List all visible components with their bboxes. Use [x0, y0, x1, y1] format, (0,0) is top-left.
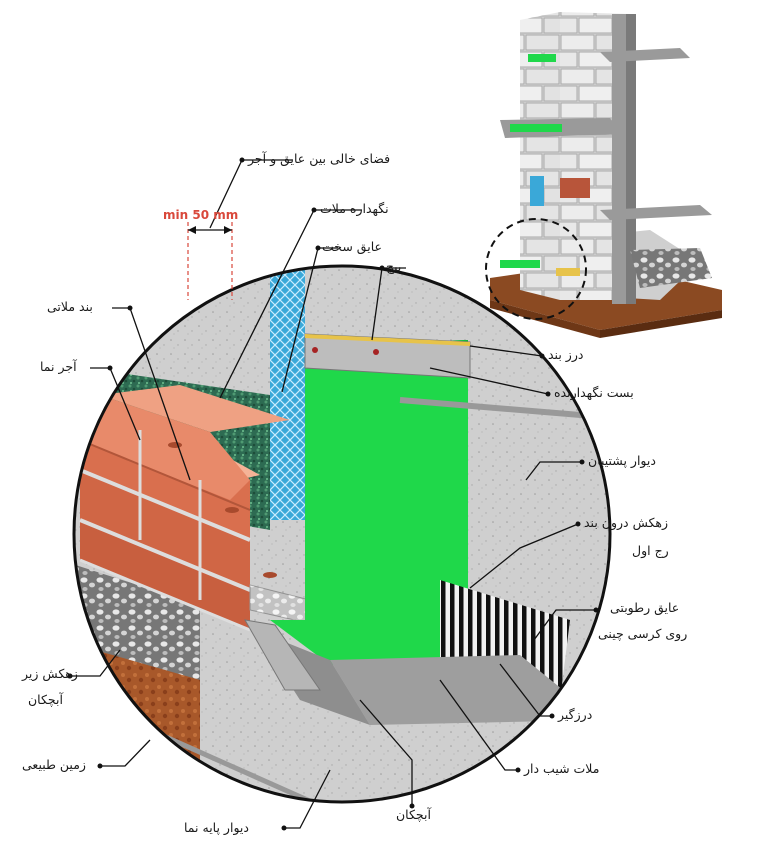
label-drip-edge: آبچکان — [396, 807, 431, 822]
label-air-gap: فضای خالی بین عایق و آجر — [248, 151, 391, 166]
label-inner-flashing-2: رج اول — [632, 543, 669, 558]
detail-circle-outline — [72, 264, 612, 804]
label-rigid-insulation: عایق سخت — [322, 239, 382, 254]
label-face-brick: آجر نما — [40, 359, 77, 374]
label-sub-drain-2: آبچکان — [28, 692, 63, 707]
leader-bullets — [67, 157, 599, 831]
label-dpc-2: روی کرسی چینی — [598, 626, 688, 641]
label-sealant: درز بند — [548, 347, 584, 362]
label-inner-flashing-1: زهکش درون بند — [584, 515, 669, 530]
dimension-label: min 50 mm — [163, 208, 239, 222]
face-brick-courses — [79, 385, 290, 632]
label-sloped-mortar: ملات شیب دار — [524, 761, 600, 776]
label-dpc-1: عایق رطوبتی — [610, 600, 680, 615]
label-joint-filler: درزگیر — [558, 707, 593, 722]
label-base-wall: دیوار پایه نما — [184, 820, 249, 835]
building-overview-illustration — [485, 12, 722, 338]
label-mortar-holder: نگهداره ملات — [320, 201, 389, 216]
label-sub-drain-1: زهکش زیر — [22, 666, 78, 681]
label-mortar-bond: بند ملاتی — [47, 299, 93, 314]
label-screw: پیچ — [386, 259, 402, 274]
label-back-wall: دیوار پشتیبان — [588, 453, 656, 468]
label-natural-ground: زمین طبیعی — [22, 757, 86, 772]
label-retaining-clip: بست نگهدارنده — [554, 385, 634, 400]
dimension-marker — [187, 222, 233, 300]
